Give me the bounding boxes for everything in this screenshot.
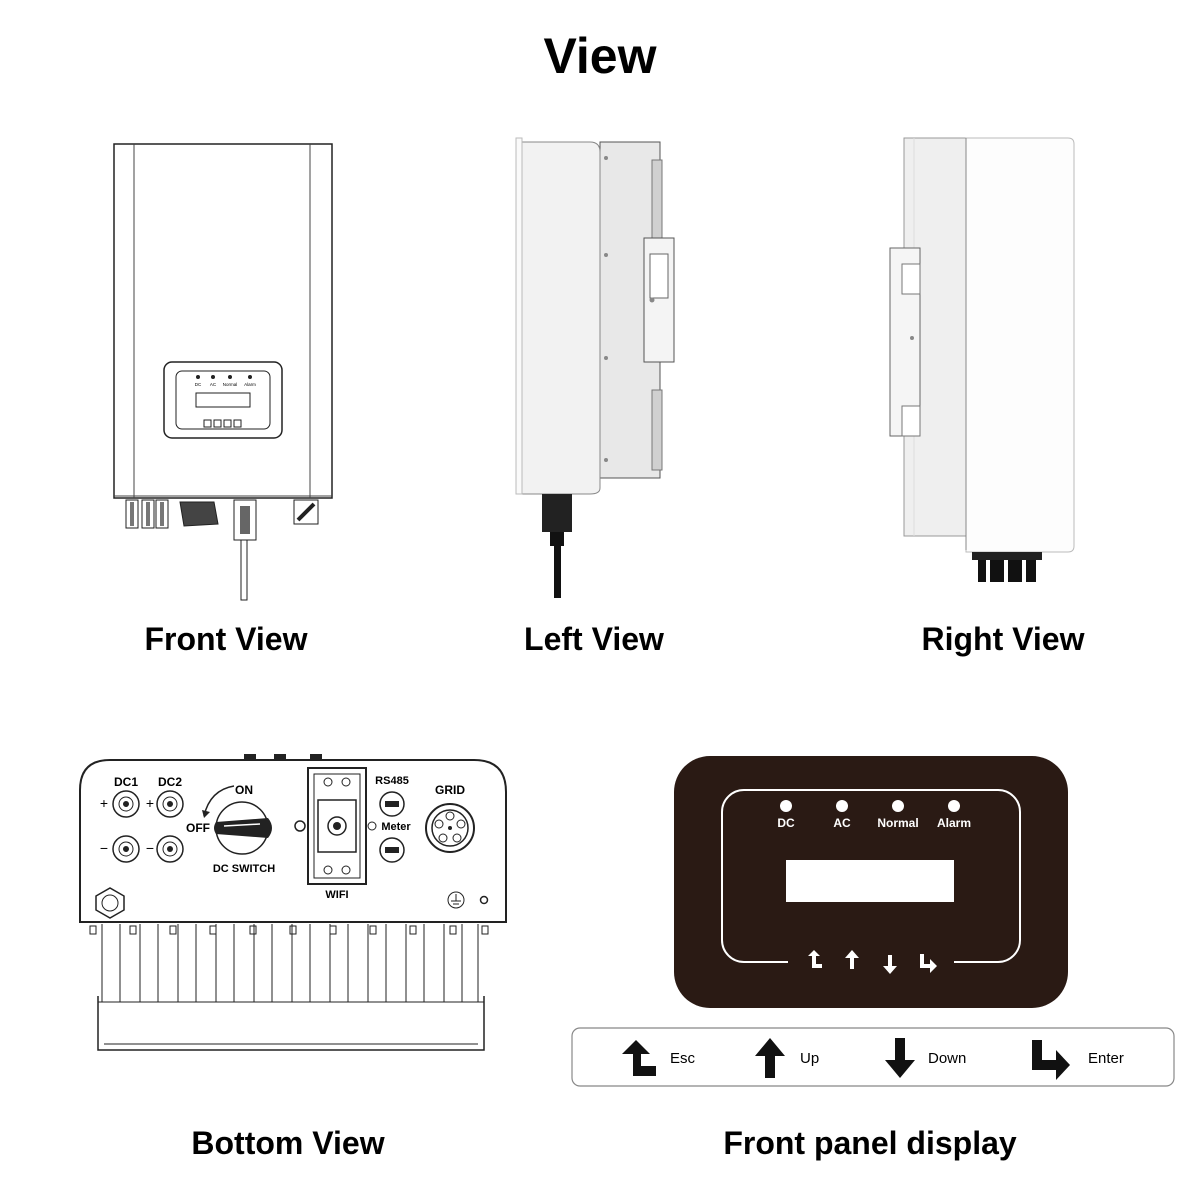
minus-sign: − bbox=[146, 840, 154, 856]
front-led-label: AC bbox=[210, 382, 217, 387]
panel-esc-icon bbox=[808, 950, 822, 968]
enter-arrow-icon bbox=[1032, 1040, 1070, 1080]
front-led-label: Normal bbox=[223, 382, 238, 387]
up-arrow-icon bbox=[755, 1038, 785, 1078]
front-panel-caption: Front panel display bbox=[723, 1125, 1017, 1161]
grid-label: GRID bbox=[435, 783, 465, 797]
grid-connector bbox=[425, 803, 475, 853]
front-panel-display: DC AC Normal Alarm Esc Up Down Enter bbox=[571, 756, 1175, 1087]
led-ac bbox=[836, 800, 848, 812]
heat-sink-fins bbox=[89, 924, 489, 1051]
esc-arrow-icon bbox=[622, 1040, 656, 1076]
plus-sign: + bbox=[100, 795, 108, 811]
dc2-plus-connector bbox=[156, 790, 184, 818]
panel-down-icon bbox=[883, 955, 897, 974]
legend-enter-label: Enter bbox=[1088, 1050, 1124, 1067]
meter-port bbox=[379, 837, 405, 863]
cable-gland bbox=[95, 887, 125, 919]
panel-enter-icon bbox=[920, 954, 937, 973]
page-title: View bbox=[543, 28, 657, 84]
bottom-view-illustration: DC1 DC2 + + − − ON OFF DC SWITCH bbox=[79, 754, 507, 1051]
minus-sign: − bbox=[100, 840, 108, 856]
rs485-port bbox=[379, 791, 405, 817]
button-legend bbox=[571, 1027, 1175, 1087]
led-dc bbox=[780, 800, 792, 812]
meter-label: Meter bbox=[381, 821, 411, 833]
dc1-minus-connector bbox=[112, 835, 140, 863]
dc-switch-label: DC SWITCH bbox=[213, 863, 275, 875]
led-label-normal: Normal bbox=[877, 816, 918, 830]
switch-off-label: OFF bbox=[186, 821, 210, 835]
rs485-label: RS485 bbox=[375, 775, 409, 787]
left-view-illustration bbox=[515, 137, 675, 598]
front-display-panel bbox=[163, 361, 283, 439]
front-led-label: Alarm bbox=[244, 382, 256, 387]
wifi-label: WIFI bbox=[325, 889, 348, 901]
dc2-minus-connector bbox=[156, 835, 184, 863]
right-view-illustration bbox=[889, 137, 1075, 582]
front-led-label: DC bbox=[195, 382, 202, 387]
dc1-plus-connector bbox=[112, 790, 140, 818]
led-alarm bbox=[948, 800, 960, 812]
front-view-illustration: DC AC Normal Alarm bbox=[113, 143, 333, 601]
dc-switch-knob bbox=[214, 801, 272, 855]
led-label-alarm: Alarm bbox=[937, 816, 971, 830]
legend-up-label: Up bbox=[800, 1050, 819, 1067]
ground-icon bbox=[447, 891, 465, 909]
legend-down-label: Down bbox=[928, 1050, 966, 1067]
plus-sign: + bbox=[146, 795, 154, 811]
dc2-label: DC2 bbox=[158, 775, 182, 789]
dc1-label: DC1 bbox=[114, 775, 138, 789]
led-normal bbox=[892, 800, 904, 812]
switch-on-label: ON bbox=[235, 783, 253, 797]
bottom-view-caption: Bottom View bbox=[191, 1125, 385, 1161]
led-label-ac: AC bbox=[833, 816, 851, 830]
lcd-screen bbox=[786, 860, 954, 902]
front-view-caption: Front View bbox=[144, 621, 308, 657]
wifi-module bbox=[307, 767, 367, 885]
right-view-caption: Right View bbox=[921, 621, 1085, 657]
down-arrow-icon bbox=[885, 1038, 915, 1078]
led-label-dc: DC bbox=[777, 816, 795, 830]
left-view-caption: Left View bbox=[524, 621, 664, 657]
legend-esc-label: Esc bbox=[670, 1050, 696, 1067]
panel-up-icon bbox=[845, 950, 859, 969]
